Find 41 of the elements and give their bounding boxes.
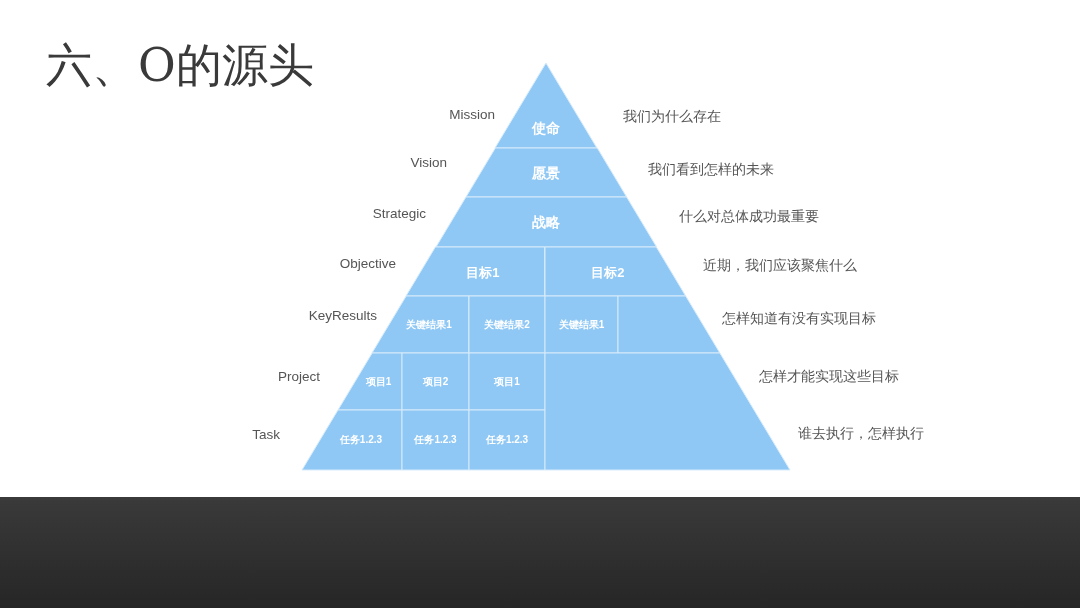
cell-label: 任务1.2.3 <box>485 435 529 445</box>
level-name: Mission <box>449 108 495 122</box>
cell-label: 目标2 <box>591 265 625 278</box>
pyramid-cell <box>402 410 469 470</box>
pyramid-cell <box>495 63 597 148</box>
pyramid-cell <box>465 148 627 197</box>
cell-label: 关键结果1 <box>558 319 605 330</box>
level-question: 怎样才能实现这些目标 <box>759 370 899 384</box>
cell-label: 项目1 <box>494 376 520 387</box>
pyramid-cell <box>545 247 686 296</box>
level-name: Vision <box>410 156 447 170</box>
cell-label: 目标1 <box>466 265 500 278</box>
cell-label: 项目2 <box>422 376 449 387</box>
cell-label: 项目1 <box>365 376 392 387</box>
pyramid-cell <box>406 247 545 296</box>
level-question: 我们看到怎样的未来 <box>648 163 774 177</box>
cell-label: 愿景 <box>532 165 560 180</box>
level-question: 什么对总体成功最重要 <box>679 210 819 224</box>
level-name: Objective <box>339 257 396 271</box>
cell-label: 战略 <box>532 215 560 229</box>
level-question: 我们为什么存在 <box>623 110 721 124</box>
cell-label: 关键结果1 <box>406 319 452 330</box>
level-question: 近期，我们应该聚焦什么 <box>703 259 857 273</box>
level-name: Task <box>252 428 280 442</box>
pyramid-cell <box>435 197 657 247</box>
pyramid-cell <box>469 353 545 410</box>
level-question: 怎样知道有没有实现目标 <box>722 312 876 326</box>
level-name: KeyResults <box>308 309 377 323</box>
pyramid-cell <box>302 410 402 470</box>
cell-label: 任务1.2.3 <box>339 435 383 445</box>
slide-title: 六、O的源头 <box>46 42 314 88</box>
level-name: Strategic <box>372 207 426 221</box>
cell-label: 关键结果2 <box>484 319 530 330</box>
pyramid-cell <box>469 296 545 353</box>
cell-label: 使命 <box>532 120 560 135</box>
cell-label: 任务1.2.3 <box>414 435 457 445</box>
pyramid-cell <box>402 353 469 410</box>
pyramid-cell <box>469 410 545 470</box>
level-name: Project <box>277 370 320 384</box>
pyramid-cell <box>337 353 402 410</box>
pyramid-cell <box>545 296 618 353</box>
